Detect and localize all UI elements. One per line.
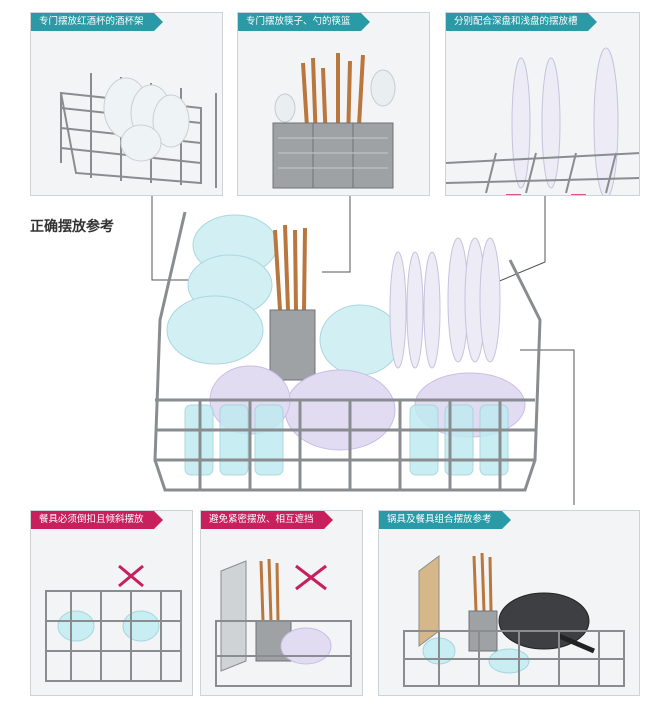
panel-label: 避免紧密摆放、相互遮挡 bbox=[201, 511, 332, 529]
cross-icon bbox=[295, 564, 327, 591]
panel-plate-slots: 分别配合深盘和浅盘的摆放槽 bbox=[445, 12, 640, 196]
main-rack-illustration bbox=[153, 211, 542, 492]
panel-dishes-tilted: 餐具必须倒扣且倾斜摆放 bbox=[30, 510, 193, 696]
panel-label: 锅具及餐具组合摆放参考 bbox=[379, 511, 510, 529]
panel-avoid-crowding: 避免紧密摆放、相互遮挡 bbox=[200, 510, 363, 696]
cutlery-basket-illustration bbox=[272, 53, 396, 189]
panel-label: 专门摆放红酒杯的酒杯架 bbox=[31, 13, 162, 31]
dishes-tilted-illustration bbox=[45, 564, 182, 682]
panel-label: 餐具必须倒扣且倾斜摆放 bbox=[31, 511, 162, 529]
wine-glass-rack-illustration bbox=[59, 73, 217, 188]
cross-icon bbox=[118, 564, 144, 588]
panel-label: 分别配合深盘和浅盘的摆放槽 bbox=[446, 13, 597, 31]
panel-pot-combination: 锅具及餐具组合摆放参考 bbox=[378, 510, 640, 696]
panel-label: 专门摆放筷子、勺的筷篮 bbox=[238, 13, 369, 31]
plate-slots-illustration bbox=[446, 47, 639, 195]
panel-cutlery-basket: 专门摆放筷子、勺的筷篮 bbox=[237, 12, 430, 196]
pot-combination-illustration bbox=[403, 552, 625, 687]
avoid-crowding-illustration bbox=[215, 558, 352, 687]
correct-placement-label: 正确摆放参考 bbox=[30, 219, 114, 235]
panel-wine-glass-rack: 专门摆放红酒杯的酒杯架 bbox=[30, 12, 223, 196]
